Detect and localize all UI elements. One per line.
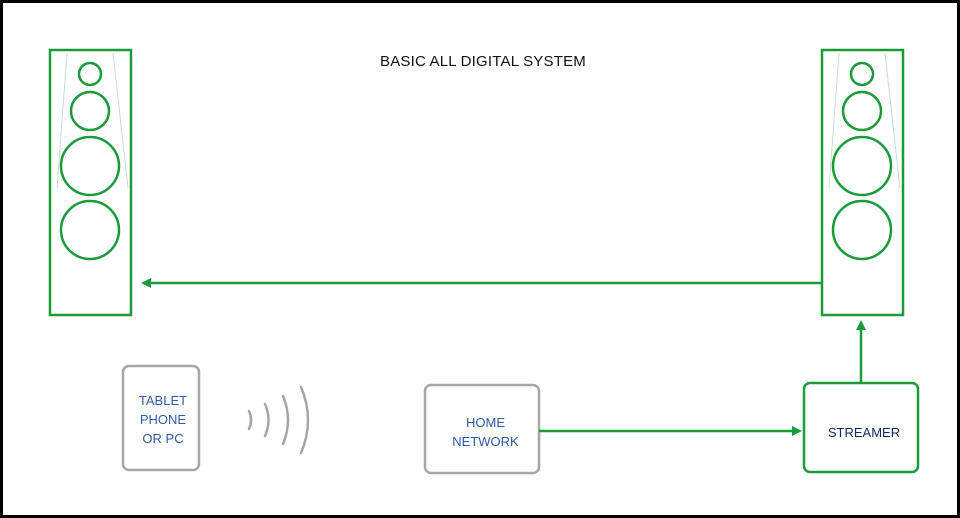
home-network-label-line-2: NETWORK bbox=[452, 434, 519, 449]
tablet-label-line-2: PHONE bbox=[139, 412, 187, 427]
right-woofer-lower bbox=[831, 199, 893, 261]
home-network-box bbox=[423, 383, 541, 475]
left-speaker bbox=[48, 48, 133, 317]
right-tweeter bbox=[849, 61, 875, 87]
tablet-label-line-3: OR PC bbox=[142, 431, 184, 446]
left-tweeter bbox=[77, 61, 103, 87]
diagram-canvas bbox=[48, 48, 920, 475]
streamer-label: STREAMER bbox=[827, 425, 901, 440]
left-midrange bbox=[69, 90, 111, 132]
right-midrange bbox=[841, 90, 883, 132]
signal-arc-2 bbox=[263, 402, 270, 438]
left-woofer-lower bbox=[59, 199, 121, 261]
diagram-title: BASIC ALL DIGITAL SYSTEM bbox=[380, 53, 586, 70]
tablet-box bbox=[121, 364, 201, 472]
tablet-label-line-1: TABLET bbox=[138, 393, 188, 408]
left-woofer-upper bbox=[59, 135, 121, 197]
wireless-signal-icon bbox=[247, 385, 310, 455]
left-speaker-waveguide-right bbox=[112, 52, 129, 189]
signal-arc-4 bbox=[299, 385, 310, 455]
home-network-label-line-1: HOME bbox=[466, 415, 505, 430]
right-woofer-upper bbox=[831, 135, 893, 197]
right-speaker-waveguide-right bbox=[884, 52, 901, 189]
right-speaker bbox=[820, 48, 905, 317]
right-speaker-waveguide-left bbox=[828, 52, 840, 189]
signal-arc-3 bbox=[281, 394, 290, 446]
home-network-label: HOME NETWORK bbox=[428, 413, 543, 451]
tablet-label: TABLET PHONE OR PC bbox=[123, 391, 203, 448]
signal-arc-1 bbox=[247, 409, 253, 431]
left-speaker-waveguide-left bbox=[56, 52, 68, 189]
